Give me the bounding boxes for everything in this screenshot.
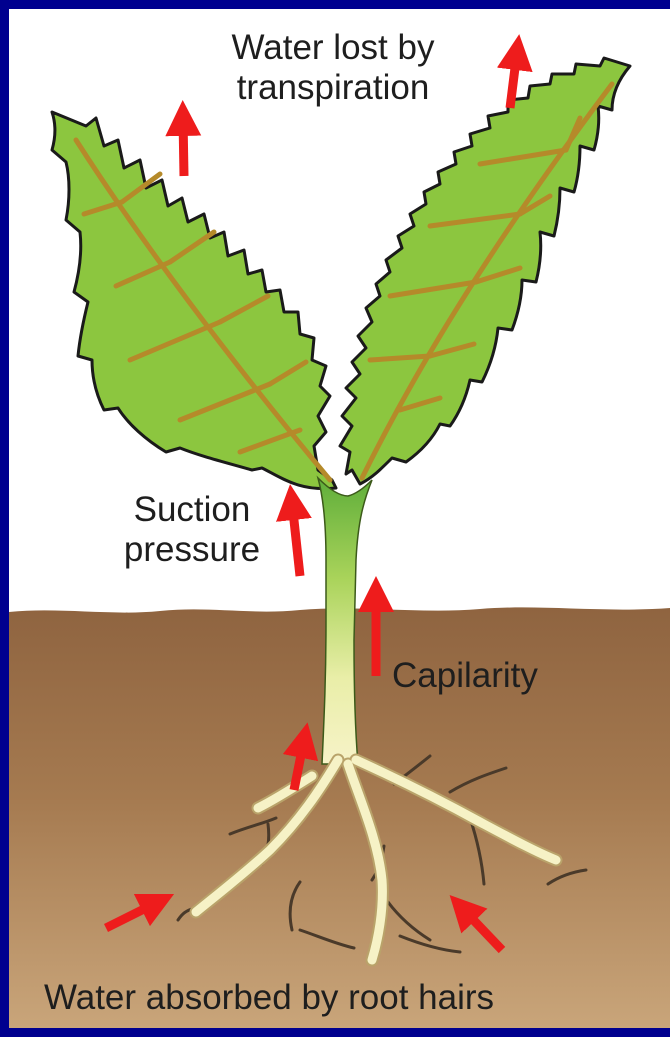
transpiration-label: Water lost by transpiration <box>188 28 478 108</box>
transpiration-label-line2: transpiration <box>188 68 478 108</box>
transpiration-arrow-left <box>183 118 184 176</box>
transpiration-label-line1: Water lost by <box>188 28 478 68</box>
suction-label-line2: pressure <box>92 530 292 570</box>
capilarity-label: Capilarity <box>392 656 538 696</box>
suction-label-line1: Suction <box>92 490 292 530</box>
root-hairs-label: Water absorbed by root hairs <box>44 978 494 1018</box>
suction-pressure-label: Suction pressure <box>92 490 292 570</box>
